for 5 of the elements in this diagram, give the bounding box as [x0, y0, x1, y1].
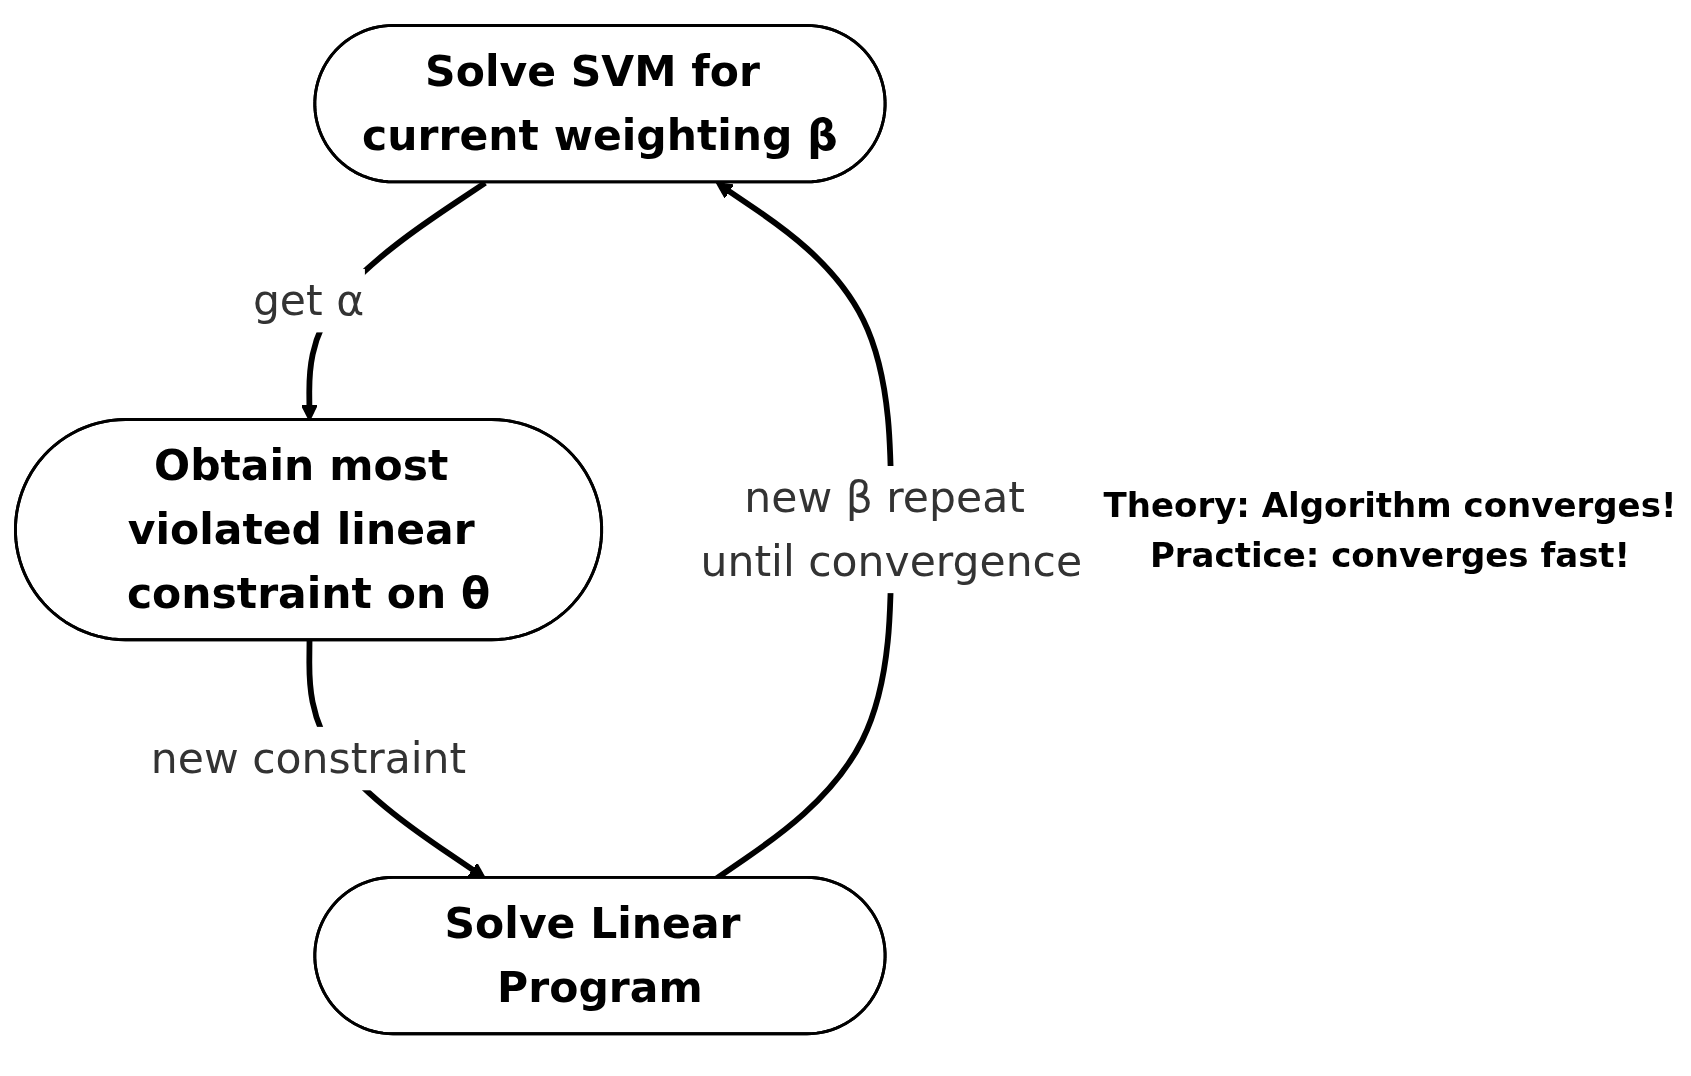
edge-label: get α: [252, 276, 365, 326]
note-text: Practice: converges fast!: [1149, 535, 1631, 575]
note-text: Theory: Algorithm converges!: [1103, 485, 1677, 525]
edge-label: new constraint: [150, 734, 467, 784]
edge-label: new β repeat until convergence: [700, 473, 1083, 587]
